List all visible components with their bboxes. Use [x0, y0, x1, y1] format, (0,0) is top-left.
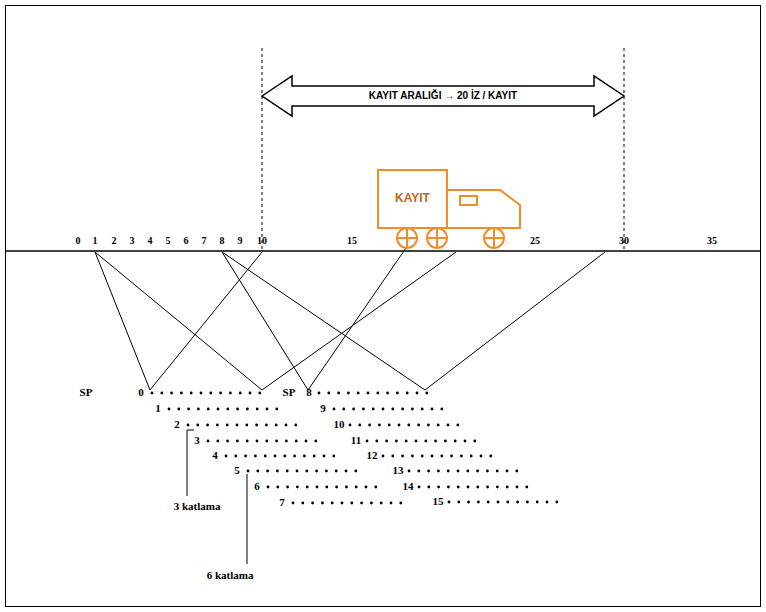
- shot-number: 2: [174, 419, 180, 430]
- station-number: 4: [148, 236, 153, 246]
- station-number: 6: [184, 236, 189, 246]
- recording-box: KAYIT: [380, 172, 445, 205]
- station-number: 3: [130, 236, 135, 246]
- shot-number: 0: [138, 387, 144, 398]
- shot-point-label: SP: [80, 387, 93, 398]
- shot-number: 13: [393, 465, 404, 476]
- dashed-line: [262, 48, 263, 250]
- shot-number: 5: [234, 465, 240, 476]
- station-number: 25: [530, 236, 540, 246]
- station-number: 1: [93, 236, 98, 246]
- shot-number: 3: [194, 435, 200, 446]
- box-label: KAYIT: [380, 191, 445, 205]
- ray-paths: [95, 248, 605, 390]
- double-arrow: [262, 76, 624, 116]
- station-number: 7: [202, 236, 207, 246]
- station-number: 8: [220, 236, 225, 246]
- ground-line: [5, 250, 761, 252]
- dashed-line: [624, 48, 625, 250]
- record-span-label: KAYIT ARALIĞI → 20 İZ / KAYIT: [369, 91, 517, 101]
- shot-number: 4: [212, 450, 218, 461]
- shot-number: 6: [254, 481, 260, 492]
- truck: [378, 170, 520, 248]
- shot-number: 8: [306, 387, 312, 398]
- fold-label: 3 katlama: [174, 501, 221, 512]
- shot-number: 7: [279, 497, 285, 508]
- shot-number: 9: [320, 403, 326, 414]
- shot-number: 15: [433, 496, 444, 507]
- station-number: 10: [257, 236, 267, 246]
- station-number: 35: [707, 236, 717, 246]
- shot-number: 11: [351, 435, 361, 446]
- shot-number: 10: [334, 419, 345, 430]
- station-number: 15: [347, 236, 357, 246]
- shot-number: 12: [367, 450, 378, 461]
- shot-point-label: SP: [283, 387, 296, 398]
- leader-line: [187, 430, 247, 564]
- shot-number: 1: [155, 403, 161, 414]
- frame: [6, 6, 761, 607]
- station-number: 30: [619, 236, 629, 246]
- station-number: 5: [166, 236, 171, 246]
- shot-number: 14: [403, 481, 414, 492]
- trace-dots: [151, 392, 559, 505]
- station-number: 9: [238, 236, 243, 246]
- station-number: 0: [76, 236, 81, 246]
- fold-label: 6 katlama: [207, 570, 254, 581]
- station-number: 2: [112, 236, 117, 246]
